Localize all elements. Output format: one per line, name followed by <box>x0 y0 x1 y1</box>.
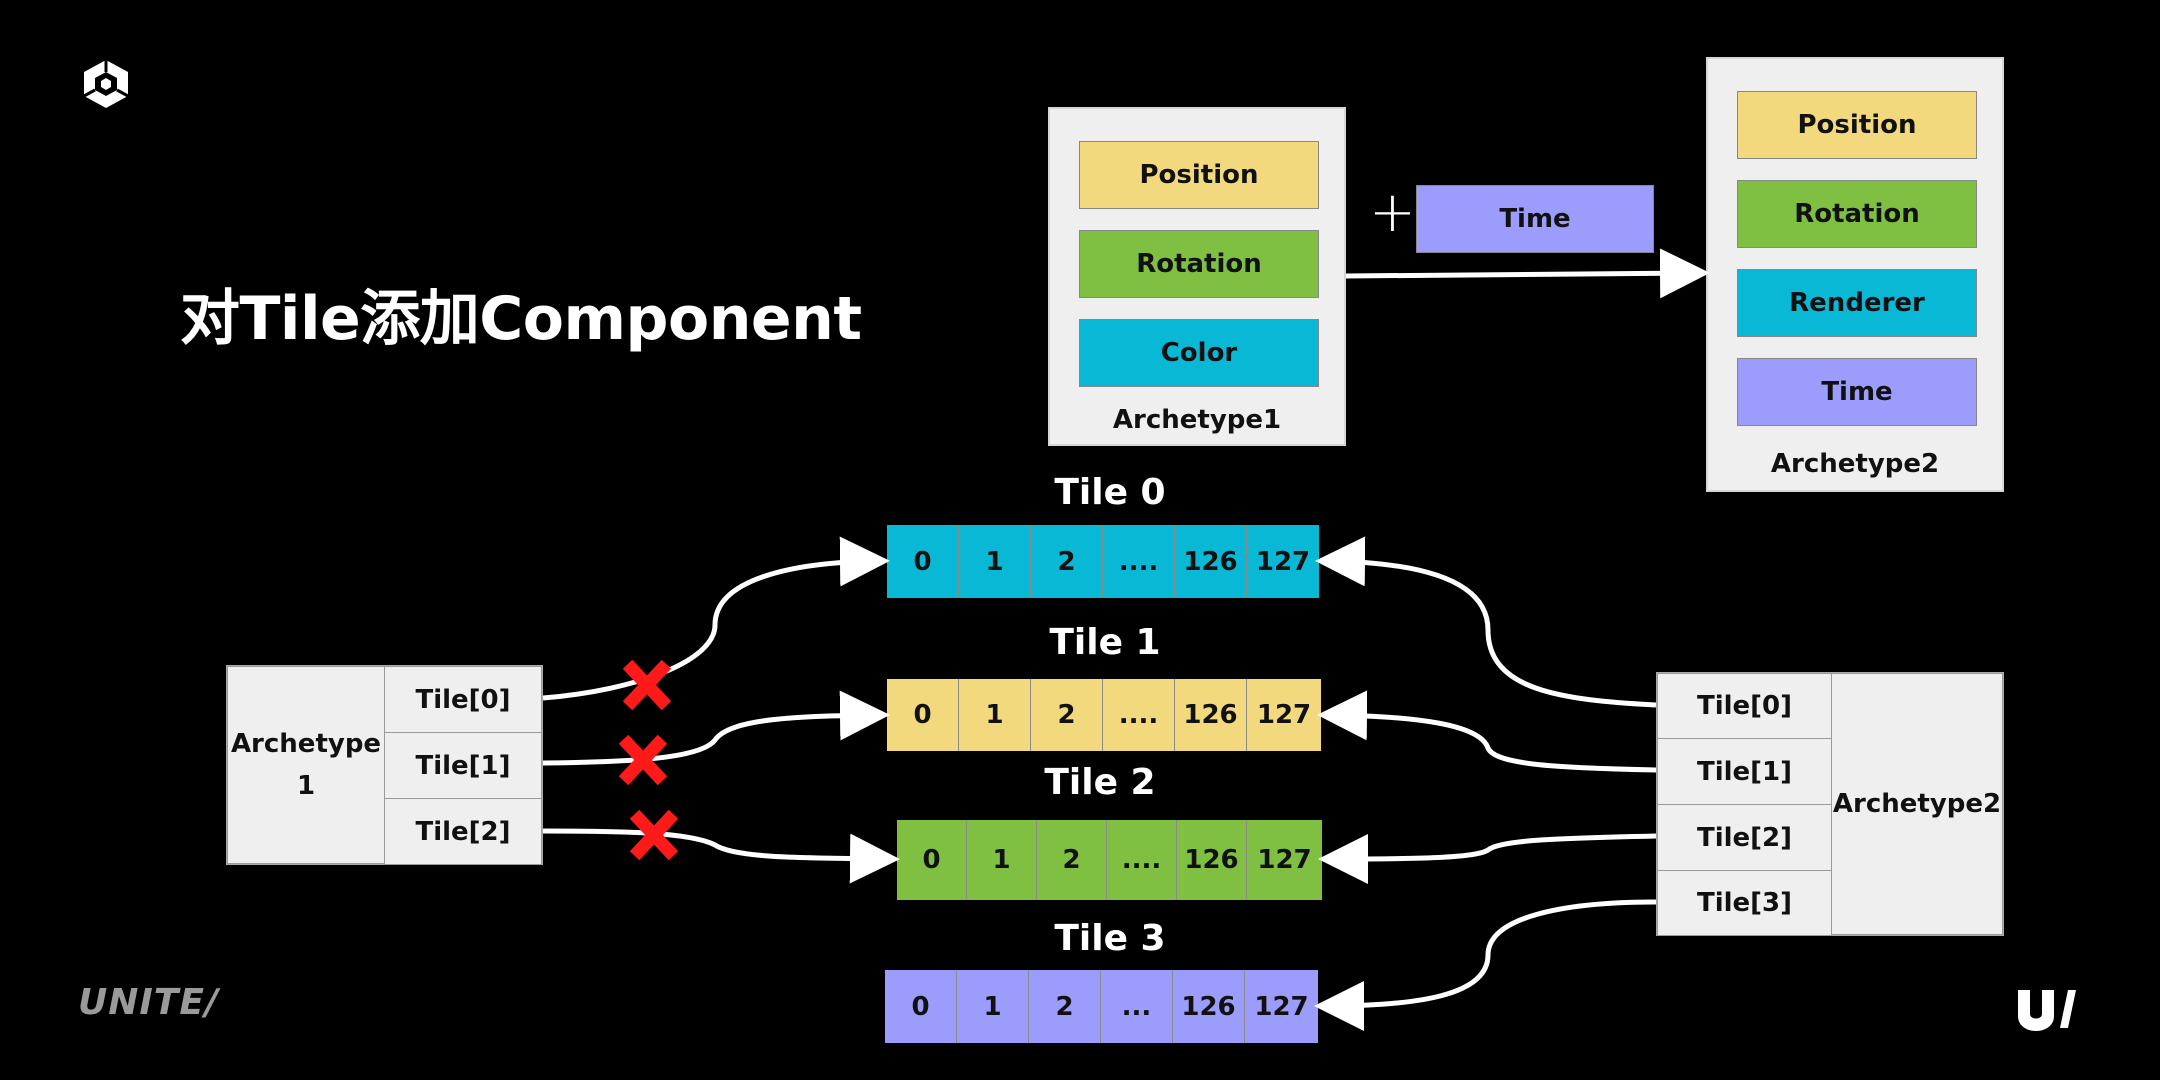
time-component-added: Time <box>1416 185 1654 253</box>
rotation-component: Rotation <box>1737 180 1977 248</box>
tile-cell: 0 <box>887 525 959 598</box>
color-component: Color <box>1079 319 1319 387</box>
slide-title: 对Tile添加Component <box>180 284 862 354</box>
tile-cell: 126 <box>1175 679 1247 751</box>
a1-tile1-link <box>542 690 890 766</box>
archetype2-tile0-row: Tile[0] <box>1657 673 1832 739</box>
a2-tile2-link <box>1318 833 1657 884</box>
cross-icon <box>629 809 679 861</box>
archetype1-tile0-row: Tile[0] <box>384 666 542 733</box>
archetype1-panel: Position Rotation Color Archetype1 <box>1048 107 1346 446</box>
tile-cell: 2 <box>1031 525 1103 598</box>
tile-cell: 127 <box>1257 845 1312 875</box>
tile-cell: 0 <box>897 820 967 900</box>
tile-cell: 126 <box>1175 525 1247 598</box>
archetype1-table: Archetype 1 Tile[0] Tile[1] Tile[2] <box>226 665 543 865</box>
archetype2-label: Archetype2 <box>1770 449 1940 479</box>
archetype-transition-arrow <box>1345 248 1710 299</box>
tile-cell: 127 <box>1255 546 1311 577</box>
tile-cell: 126 <box>1177 820 1247 900</box>
tile-cell: 0 <box>887 679 959 751</box>
archetype2-name-cell: Archetype2 <box>1831 673 2003 935</box>
position-component: Position <box>1737 91 1977 159</box>
tile-cell: 1 <box>967 820 1037 900</box>
a1-tile0-link <box>542 536 890 701</box>
unite-mark-icon <box>2016 988 2076 1032</box>
a1-tile2-link <box>542 828 900 884</box>
tile-cell: 127 <box>1256 700 1312 730</box>
archetype2-tile2-row: Tile[2] <box>1657 804 1832 871</box>
tile-cell: .... <box>1107 820 1177 900</box>
tile-2-title: Tile 2 <box>1044 762 1156 803</box>
cross-icon <box>622 659 672 711</box>
archetype2-tile3-row: Tile[3] <box>1657 870 1832 936</box>
archetype1-label: Archetype1 <box>1112 405 1282 435</box>
tile-cell: 1 <box>957 970 1029 1043</box>
a2-tile1-link <box>1317 690 1657 773</box>
tile-0-title: Tile 0 <box>1054 472 1166 513</box>
archetype1-tile2-row: Tile[2] <box>384 798 542 865</box>
cross-icon <box>618 734 668 786</box>
tile-1-title: Tile 1 <box>1049 622 1161 663</box>
tile-1-row: 0 1 2 .... 126 127 <box>887 679 1321 751</box>
plus-sign: + <box>1369 180 1416 245</box>
rotation-component: Rotation <box>1079 230 1319 298</box>
archetype1-name-cell: Archetype 1 <box>227 666 385 864</box>
tile-0-row: 0 1 2 .... 126 127 <box>887 525 1319 598</box>
archetype2-panel: Position Rotation Renderer Time Archetyp… <box>1706 57 2004 492</box>
archetype2-table: Tile[0] Tile[1] Tile[2] Tile[3] Archetyp… <box>1656 672 2004 936</box>
tile-3-row: 0 1 2 ... 126 127 <box>885 970 1318 1043</box>
tile-cell: .... <box>1103 679 1175 751</box>
archetype1-tile1-row: Tile[1] <box>384 732 542 799</box>
time-component: Time <box>1737 358 1977 426</box>
tile-cell: 2 <box>1031 679 1103 751</box>
tile-cell: 127 <box>1254 991 1309 1022</box>
renderer-component: Renderer <box>1737 269 1977 337</box>
unite-logo: UNITE/ <box>78 982 220 1023</box>
tile-cell: .... <box>1103 525 1175 598</box>
tile-cell: 2 <box>1037 820 1107 900</box>
a2-tile0-link <box>1315 536 1657 708</box>
unity-logo <box>80 58 132 110</box>
tile-3-title: Tile 3 <box>1054 918 1166 959</box>
a2-tile3-link <box>1314 899 1657 1031</box>
tile-cell: 1 <box>959 679 1031 751</box>
tile-cell: 126 <box>1173 970 1245 1043</box>
tile-cell: 0 <box>885 970 957 1043</box>
tile-cell: 2 <box>1029 970 1101 1043</box>
position-component: Position <box>1079 141 1319 209</box>
tile-cell: 1 <box>959 525 1031 598</box>
tile-cell: ... <box>1101 970 1173 1043</box>
tile-2-row: 0 1 2 .... 126 127 <box>897 820 1322 900</box>
